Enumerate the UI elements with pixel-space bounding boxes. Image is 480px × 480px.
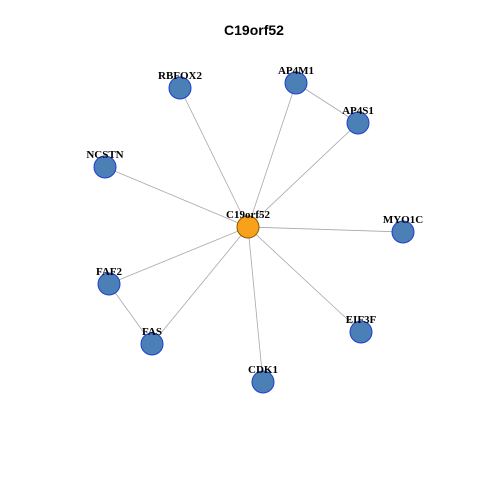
node-rbfox2: RBFOX2: [158, 70, 203, 100]
node-label-eif3f: EIF3F: [346, 314, 377, 326]
edge-c19orf52-myo1c: [247, 226, 404, 233]
edge-c19orf52-cdk1: [247, 226, 264, 383]
edge-layer: [104, 82, 404, 383]
node-circle-eif3f: [349, 320, 373, 344]
edge-c19orf52-faf2: [108, 226, 249, 285]
edge-c19orf52-ncstn: [104, 166, 249, 228]
node-c19orf52: C19orf52: [226, 209, 270, 239]
node-label-ap4s1: AP4S1: [342, 105, 374, 117]
node-circle-cdk1: [251, 370, 275, 394]
node-ap4m1: AP4M1: [278, 65, 314, 95]
node-circle-ap4m1: [284, 71, 308, 95]
node-label-ap4m1: AP4M1: [278, 65, 314, 77]
edge-c19orf52-ap4s1: [247, 122, 359, 228]
edge-c19orf52-rbfox2: [179, 87, 249, 228]
edge-c19orf52-fas: [151, 226, 249, 345]
node-circle-ncstn: [93, 155, 117, 179]
node-label-c19orf52: C19orf52: [226, 209, 270, 221]
edge-faf2-fas: [108, 283, 153, 345]
edge-c19orf52-eif3f: [247, 226, 362, 333]
node-circle-ap4s1: [346, 111, 370, 135]
node-myo1c: MYO1C: [383, 214, 423, 244]
edge-c19orf52-ap4m1: [247, 82, 297, 228]
node-ncstn: NCSTN: [86, 149, 124, 179]
node-label-ncstn: NCSTN: [86, 149, 123, 161]
node-fas: FAS: [140, 326, 164, 356]
node-label-cdk1: CDK1: [248, 364, 278, 376]
node-cdk1: CDK1: [248, 364, 278, 394]
node-eif3f: EIF3F: [346, 314, 377, 344]
node-label-rbfox2: RBFOX2: [158, 70, 203, 82]
node-label-myo1c: MYO1C: [383, 214, 423, 226]
node-label-fas: FAS: [142, 326, 162, 338]
node-circle-fas: [140, 332, 164, 356]
node-label-faf2: FAF2: [96, 266, 123, 278]
edge-ap4m1-ap4s1: [295, 82, 359, 124]
node-circle-myo1c: [391, 220, 415, 244]
node-circle-rbfox2: [168, 76, 192, 100]
node-circle-faf2: [97, 272, 121, 296]
node-ap4s1: AP4S1: [342, 105, 374, 135]
diagram-title: C19orf52: [224, 22, 284, 38]
node-circle-c19orf52: [236, 215, 260, 239]
node-faf2: FAF2: [96, 266, 123, 296]
